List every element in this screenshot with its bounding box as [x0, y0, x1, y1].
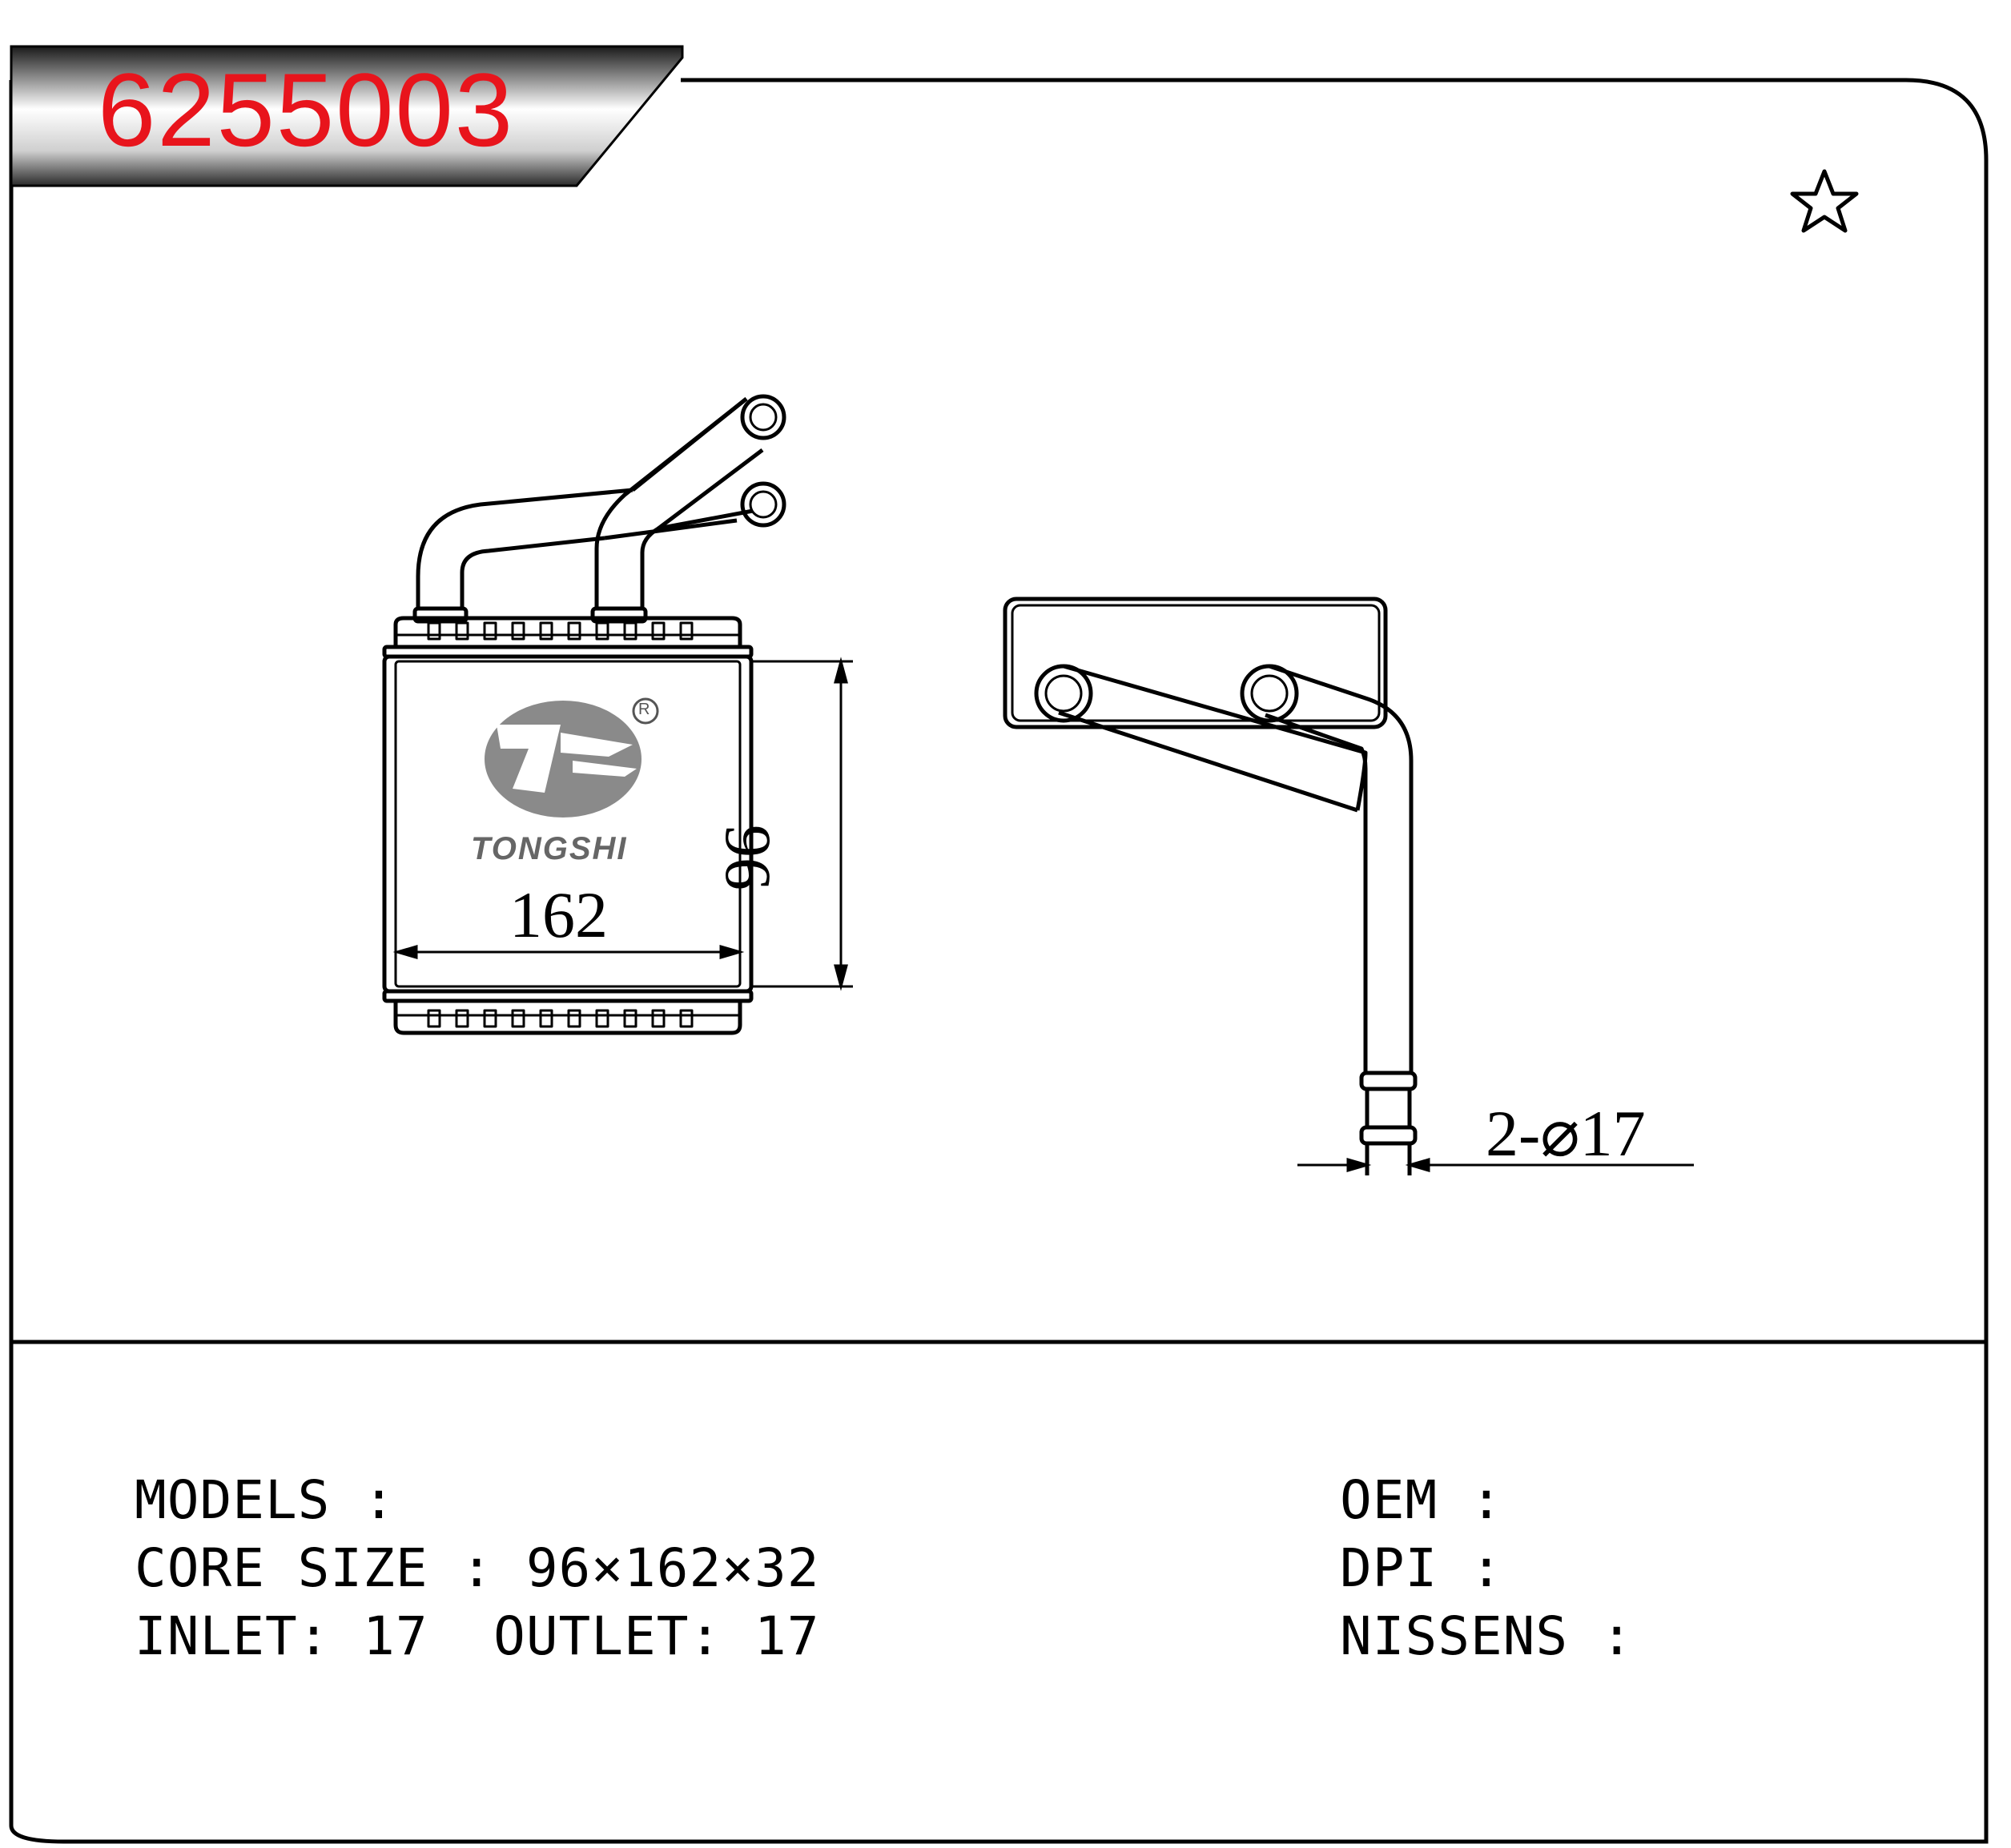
models-label: MODELS :: [135, 1469, 396, 1531]
star-outline-icon[interactable]: [1790, 169, 1859, 233]
part-number: 6255003: [98, 51, 515, 168]
sheet-border: [9, 78, 1989, 1844]
dimension-pipe-label: 2-⌀17: [1486, 1097, 1646, 1170]
dimension-height: [751, 657, 853, 991]
dimension-width: [392, 945, 745, 959]
dpi-label: DPI :: [1340, 1537, 1503, 1599]
dimension-width-label: 162: [509, 878, 608, 951]
brand-logo: [485, 697, 659, 818]
header-tab: [10, 45, 684, 187]
dimension-pipe: [1297, 1158, 1694, 1172]
registered-mark-letter: R: [638, 701, 650, 718]
core-size-label: CORE SIZE : 96×162×32: [135, 1537, 820, 1599]
registered-mark: [632, 697, 659, 725]
oem-label: OEM :: [1340, 1469, 1503, 1531]
heater-core-side-view: [1003, 597, 1418, 1175]
dimension-height-label: 96: [712, 825, 785, 890]
nissens-label: NISSENS :: [1340, 1605, 1634, 1667]
brand-logo-text: TONGSHI: [471, 831, 628, 866]
inlet-outlet-label: INLET: 17 OUTLET: 17: [135, 1605, 820, 1667]
heater-core-front-view: [382, 394, 786, 1035]
